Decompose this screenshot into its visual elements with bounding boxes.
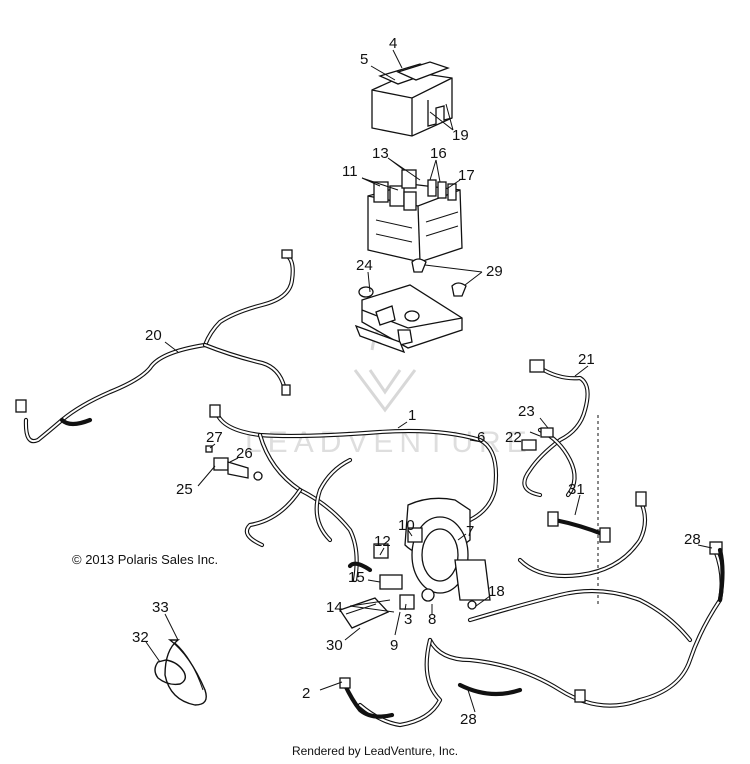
connector-31: [547, 511, 611, 543]
mounting-tray: [354, 284, 463, 354]
callout-30: 30: [326, 637, 343, 654]
callout-25: 25: [176, 481, 193, 498]
callout-14: 14: [326, 599, 343, 616]
callout-10: 10: [398, 517, 415, 534]
callout-18: 18: [488, 583, 505, 600]
callout-2: 2: [302, 685, 310, 702]
callout-23: 23: [518, 403, 535, 420]
callout-7: 7: [466, 523, 474, 540]
callout-9: 9: [390, 637, 398, 654]
push-clips: [411, 258, 467, 297]
callout-1: 1: [408, 407, 416, 424]
callout-27: 27: [206, 429, 223, 446]
callout-31: 31: [568, 481, 585, 498]
copyright-notice: © 2013 Polaris Sales Inc.: [72, 552, 219, 567]
callout-12: 12: [374, 533, 391, 550]
callout-labels: 4 5 19 13 16 11 17 24 29 20 21 1 23 22 6…: [132, 35, 701, 728]
callout-32: 32: [132, 629, 149, 646]
leader-lines: [145, 49, 713, 713]
callout-22: 22: [505, 429, 522, 446]
callout-6: 6: [477, 429, 485, 446]
callout-24: 24: [356, 257, 373, 274]
render-credit: Rendered by LeadVenture, Inc.: [291, 744, 459, 758]
callout-17: 17: [458, 167, 475, 184]
relay-fuse-block: [367, 169, 463, 263]
callout-15: 15: [348, 569, 365, 586]
connector-assembly-25: [205, 445, 263, 481]
callout-29: 29: [486, 263, 503, 280]
callout-28-lower: 28: [460, 711, 477, 728]
callout-5: 5: [360, 51, 368, 68]
callout-13: 13: [372, 145, 389, 162]
callout-8: 8: [428, 611, 436, 628]
cable-tie-32: [154, 659, 187, 686]
cable-tie-33: [164, 639, 207, 706]
callout-16: 16: [430, 145, 447, 162]
callout-3: 3: [404, 611, 412, 628]
callout-4: 4: [389, 35, 397, 52]
harness-20: [15, 249, 295, 444]
callout-28: 28: [684, 531, 701, 548]
dash-components: [338, 497, 491, 629]
callout-26: 26: [236, 445, 253, 462]
callout-19: 19: [452, 127, 469, 144]
callout-21: 21: [578, 351, 595, 368]
main-harness: [209, 404, 499, 583]
callout-33: 33: [152, 599, 169, 616]
callout-20: 20: [145, 327, 162, 344]
fuse-box-cover: [371, 61, 453, 137]
harness-28-right: [717, 547, 725, 603]
callout-11: 11: [342, 163, 358, 180]
